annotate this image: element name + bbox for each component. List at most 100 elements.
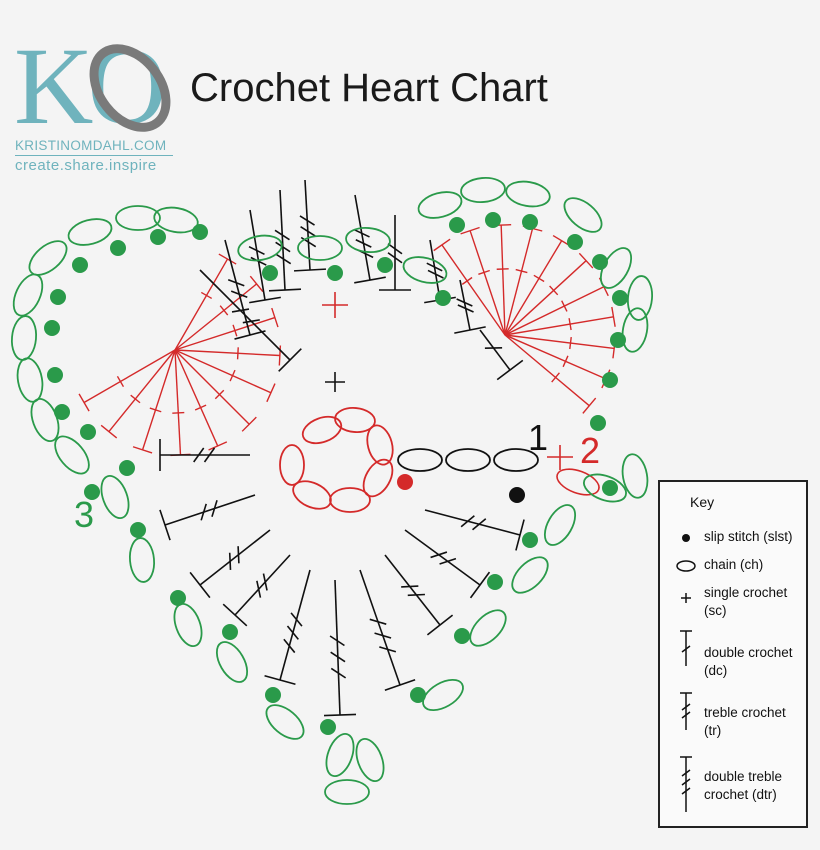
round3-slip-stitch-31 bbox=[262, 265, 278, 281]
treble-crochet-icon bbox=[680, 692, 692, 730]
chain-icon bbox=[676, 560, 696, 572]
round3-slip-stitch-21 bbox=[590, 415, 606, 431]
right-fan-spoke bbox=[504, 316, 614, 336]
round1-stitch-5-post bbox=[354, 194, 371, 281]
round3-slip-stitch-5 bbox=[44, 320, 60, 336]
round3-slip-stitch-1 bbox=[110, 240, 126, 256]
round3-slip-stitch-23 bbox=[610, 332, 626, 348]
round3-slip-stitch-19 bbox=[522, 532, 538, 548]
round3-slip-stitch-29 bbox=[449, 217, 465, 233]
left-fan-spoke bbox=[174, 349, 272, 394]
right-fan-slash bbox=[561, 300, 568, 312]
double-treble-crochet-icon bbox=[680, 756, 692, 812]
round3-slip-stitch-15 bbox=[320, 719, 336, 735]
round3-chain-24 bbox=[626, 275, 654, 321]
round3-chain-2 bbox=[153, 206, 199, 234]
round3-chain-12 bbox=[215, 641, 249, 683]
round3-slip-stitch-10 bbox=[84, 484, 100, 500]
round1-stitch-1-slash bbox=[227, 278, 245, 287]
left-fan-slash bbox=[232, 324, 238, 337]
left-fan-slash bbox=[229, 369, 236, 382]
round1-stitch-12-slash bbox=[228, 552, 232, 570]
round1-stitch-2-post bbox=[249, 209, 266, 301]
round1-stitch-11-post bbox=[164, 494, 256, 526]
logo-divider bbox=[15, 155, 173, 156]
left-fan-cap bbox=[208, 441, 228, 451]
stitch-key-legend: Key slip stitch (slst) chain (ch) single… bbox=[658, 480, 808, 828]
round-1-stitches bbox=[159, 179, 539, 717]
right-fan-spoke bbox=[504, 260, 587, 336]
right-fan-spoke bbox=[504, 334, 615, 350]
round3-slip-stitch-24 bbox=[612, 290, 628, 306]
round-1-label: 1 bbox=[528, 417, 549, 458]
ring-chain bbox=[334, 407, 376, 433]
round3-slip-stitch-6 bbox=[47, 367, 63, 383]
round1-stitch-14-slash bbox=[290, 612, 303, 627]
round3-chain-10 bbox=[128, 537, 156, 583]
round1-stitch-5-slash bbox=[353, 228, 370, 238]
right-fan-slash bbox=[515, 268, 528, 274]
round3-chain-5 bbox=[10, 315, 38, 361]
left-fan-spoke bbox=[174, 283, 258, 351]
round3-slip-stitch-27 bbox=[522, 214, 538, 230]
round1-stitch-13-post bbox=[234, 554, 291, 616]
round1-stitch-15-top-bar bbox=[323, 713, 357, 717]
round3-chain-1 bbox=[115, 205, 161, 231]
round1-stitch-12-top-bar bbox=[189, 571, 211, 599]
left-fan-slash bbox=[194, 404, 207, 411]
round1-stitch-14-top-bar bbox=[264, 675, 296, 685]
right-fan-spoke bbox=[504, 286, 605, 336]
round3-chain-13 bbox=[265, 704, 305, 740]
round3-chain-14 bbox=[325, 733, 355, 777]
right-fan-spoke bbox=[504, 240, 563, 336]
round1-stitch-16-slash bbox=[369, 618, 387, 625]
logo-url-text: KRISTINOMDAHL.COM bbox=[15, 138, 167, 153]
round1-stitch-14-slash bbox=[286, 625, 299, 640]
round3-slip-stitch-22 bbox=[602, 372, 618, 388]
round1-stitch-17-slash bbox=[407, 593, 425, 597]
round3-slip-stitch-2 bbox=[150, 229, 166, 245]
left-fan-slash bbox=[219, 305, 229, 316]
double-crochet-icon bbox=[680, 630, 692, 666]
left-fan-spoke bbox=[141, 349, 176, 451]
round3-slip-stitch-16 bbox=[410, 687, 426, 703]
round3-chain-3 bbox=[28, 240, 68, 276]
round1-stitch-0-top-bar bbox=[278, 348, 302, 372]
brand-logo: KO KRISTINOMDAHL.COM create.share.inspir… bbox=[12, 31, 192, 178]
round3-chain-17 bbox=[422, 678, 464, 712]
right-fan-slash bbox=[551, 372, 560, 383]
ring-chain bbox=[366, 424, 394, 466]
round3-slip-stitch-28 bbox=[485, 212, 501, 228]
round1-stitch-16-post bbox=[359, 569, 401, 686]
round1-stitch-19-slash bbox=[460, 515, 475, 528]
round1-stitch-7-post bbox=[429, 239, 441, 301]
round3-chain-31 bbox=[345, 226, 391, 254]
round-3-label: 3 bbox=[74, 494, 95, 535]
round1-stitch-0-slash bbox=[231, 308, 250, 313]
round1-stitch-16-slash bbox=[374, 632, 392, 639]
round1-stitch-4-slash bbox=[299, 215, 315, 226]
left-fan-spoke bbox=[174, 316, 276, 351]
left-fan-slash bbox=[149, 407, 162, 413]
left-fan-cap bbox=[241, 416, 257, 432]
ring-chain bbox=[362, 458, 394, 498]
logo-ring bbox=[89, 44, 171, 132]
round1-stitch-3-slash bbox=[275, 253, 292, 265]
legend-label-slip-stitch: slip stitch (slst) bbox=[704, 529, 793, 544]
left-fan-cap bbox=[100, 424, 118, 439]
ring-chain bbox=[279, 444, 305, 486]
round1-stitch-10-slash bbox=[193, 447, 205, 463]
left-fan-slash bbox=[116, 375, 125, 388]
round3-slip-stitch-30 bbox=[435, 290, 451, 306]
round1-stitch-16-top-bar bbox=[384, 678, 416, 692]
start-chain bbox=[397, 448, 443, 472]
round3-slip-stitch-0 bbox=[72, 257, 88, 273]
start-chain bbox=[493, 448, 539, 472]
left-fan-slash bbox=[130, 394, 141, 404]
round1-stitch-18-slash bbox=[439, 557, 457, 565]
left-fan-cap bbox=[249, 275, 264, 293]
round3-slip-stitch-8 bbox=[80, 424, 96, 440]
round1-stitch-1-post bbox=[224, 239, 251, 336]
round1-stitch-19-top-bar bbox=[515, 519, 525, 551]
